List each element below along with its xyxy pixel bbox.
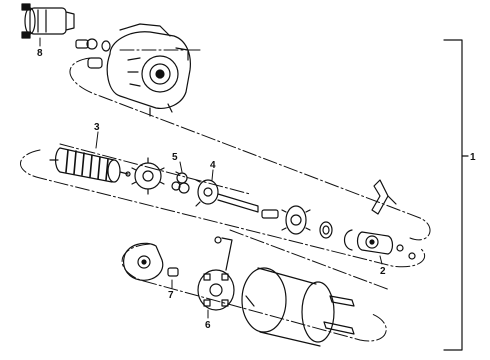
- callout-5: 5: [172, 152, 178, 163]
- small-nuts: [396, 244, 416, 260]
- callout-6: 6: [205, 320, 211, 331]
- assembly-bracket: [443, 39, 469, 351]
- group-outline-bottom: [121, 229, 391, 342]
- end-cap-part: [123, 242, 164, 281]
- pinion-sleeve: [87, 57, 103, 69]
- callout-7: 7: [168, 290, 174, 301]
- drive-end-housing: [106, 23, 191, 117]
- drive-pinion-part: [261, 205, 311, 235]
- ring-gear-part: [131, 157, 165, 195]
- group-outline-top: [69, 49, 431, 241]
- field-frame-part: [241, 267, 335, 347]
- retainer-ring: [319, 221, 333, 239]
- output-shaft-part: [195, 179, 259, 213]
- shift-fork-part: [371, 179, 397, 215]
- snap-ring: [343, 229, 353, 251]
- through-bolts: [323, 295, 355, 335]
- group-outline-middle: [20, 143, 426, 268]
- callout-2: 2: [380, 266, 386, 277]
- callout-3: 3: [94, 122, 100, 133]
- plunger-parts: [75, 38, 111, 52]
- leader-5: [179, 161, 183, 173]
- callout-4: 4: [210, 160, 216, 171]
- leader-4: [211, 169, 214, 181]
- small-washer: [125, 171, 131, 177]
- leader-2: [379, 255, 383, 265]
- armature-part: [49, 147, 129, 183]
- callout-1: 1: [470, 152, 476, 163]
- brush-holder-part: [197, 236, 235, 311]
- solenoid-part: [21, 3, 75, 39]
- bushing-part: [167, 267, 179, 277]
- drive-gear-part: [356, 231, 394, 255]
- callout-8: 8: [37, 48, 43, 59]
- planet-gears-part: [171, 171, 190, 194]
- leader-3: [95, 131, 99, 149]
